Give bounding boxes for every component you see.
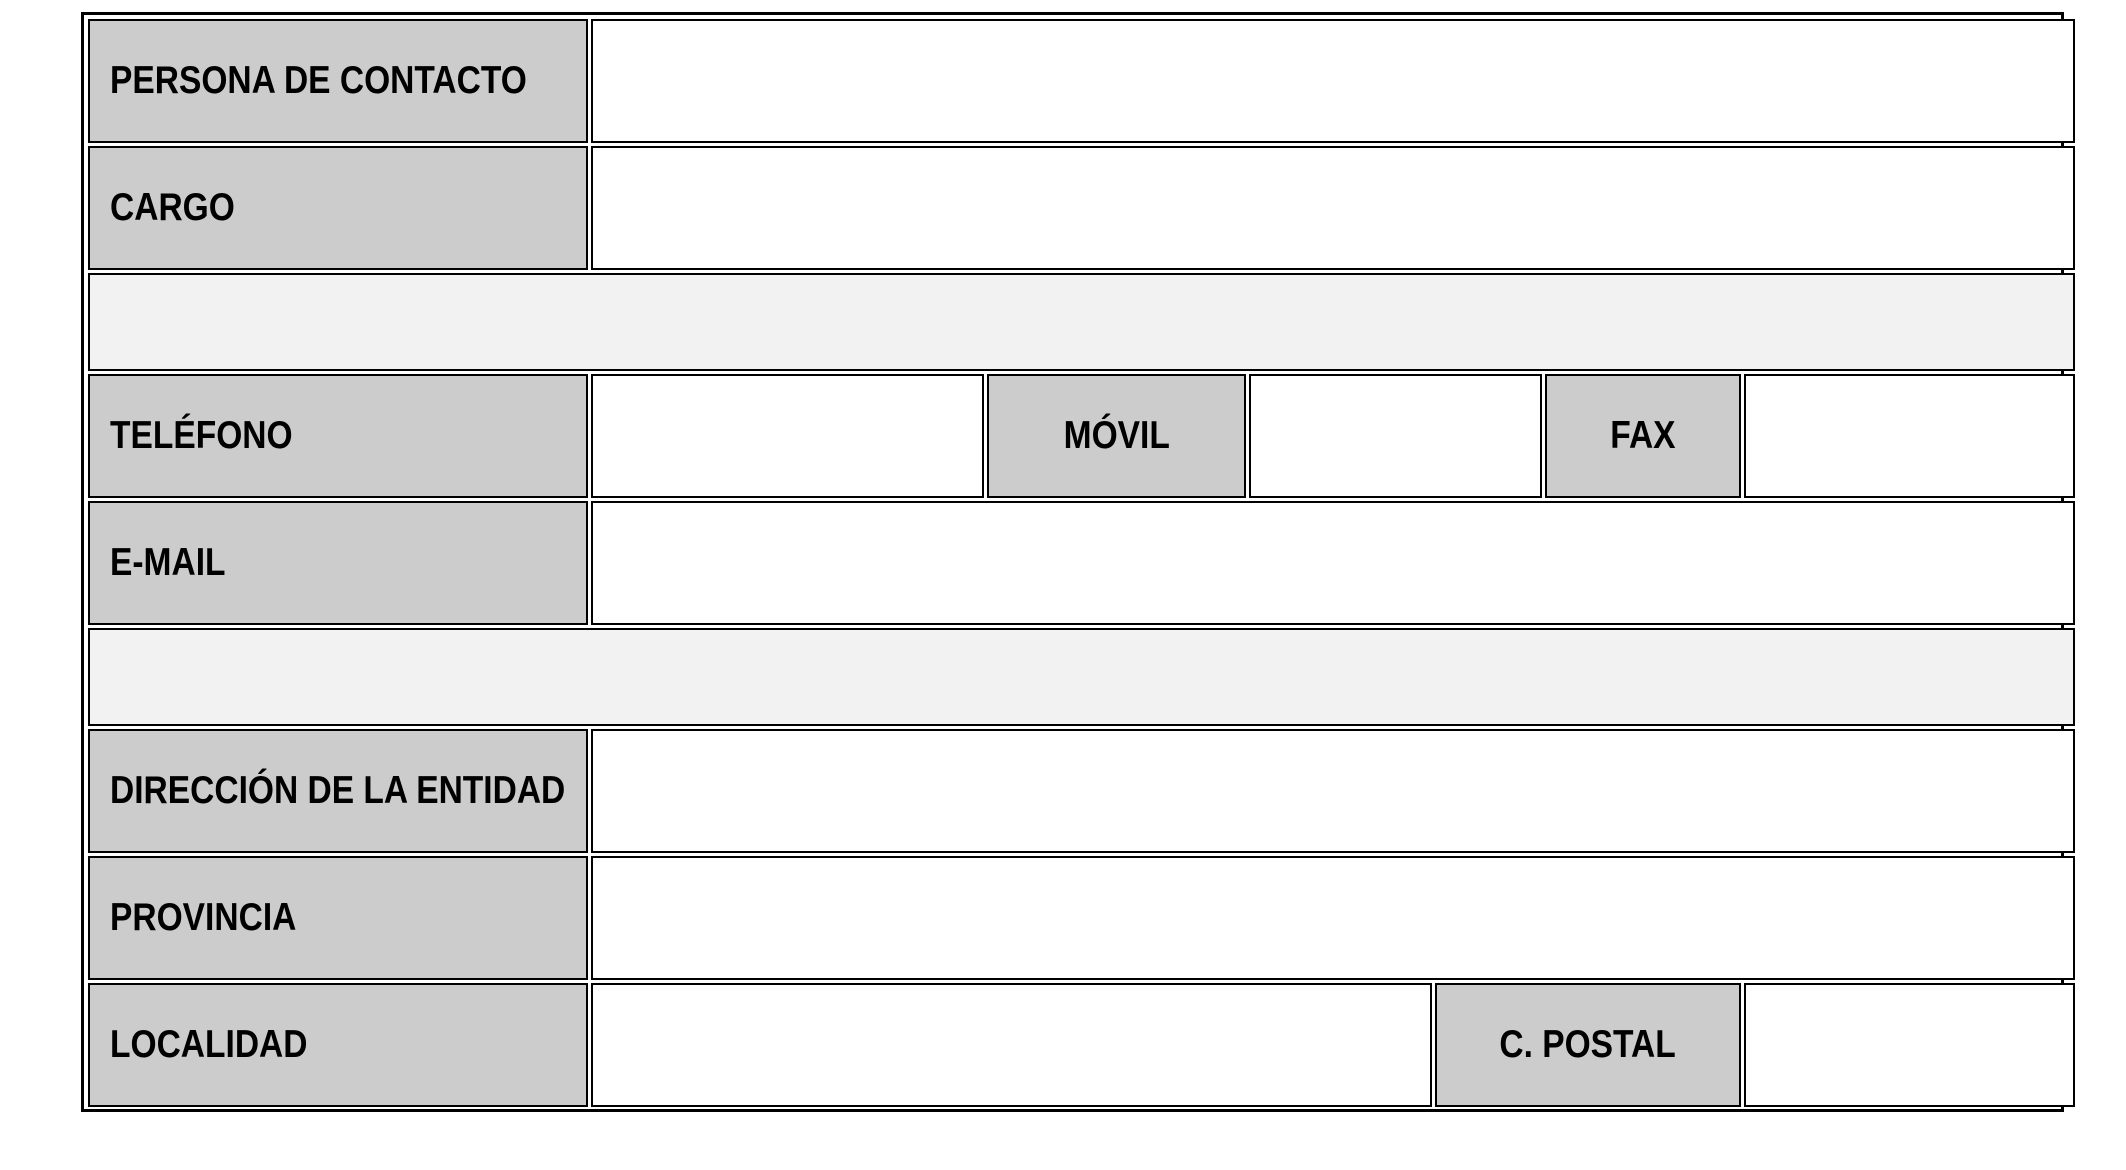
contact-person-row: PERSONA DE CONTACTO bbox=[88, 19, 2076, 143]
province-field[interactable] bbox=[591, 856, 2076, 980]
email-input[interactable] bbox=[593, 503, 2074, 623]
province-input[interactable] bbox=[593, 858, 2074, 978]
contact-form: PERSONA DE CONTACTO CARGO TELÉFONO MÓVIL… bbox=[81, 12, 2076, 1112]
contact-person-field[interactable] bbox=[591, 19, 2076, 143]
contact-person-label: PERSONA DE CONTACTO bbox=[88, 19, 588, 143]
phone-row: TELÉFONO MÓVIL FAX bbox=[88, 374, 2076, 498]
mobile-label: MÓVIL bbox=[987, 374, 1246, 498]
postal-code-label: C. POSTAL bbox=[1435, 983, 1741, 1107]
email-row: E-MAIL bbox=[88, 501, 2076, 625]
spacer-row bbox=[88, 273, 2076, 371]
fax-input[interactable] bbox=[1746, 376, 2074, 496]
position-row: CARGO bbox=[88, 146, 2076, 270]
address-row: DIRECCIÓN DE LA ENTIDAD bbox=[88, 729, 2076, 853]
address-input[interactable] bbox=[593, 731, 2074, 851]
contact-form-table: PERSONA DE CONTACTO CARGO TELÉFONO MÓVIL… bbox=[85, 16, 2078, 1110]
email-field[interactable] bbox=[591, 501, 2076, 625]
postal-code-input[interactable] bbox=[1746, 985, 2074, 1105]
position-field[interactable] bbox=[591, 146, 2076, 270]
locality-row: LOCALIDAD C. POSTAL bbox=[88, 983, 2076, 1107]
position-input[interactable] bbox=[593, 148, 2074, 268]
section-divider bbox=[88, 273, 2076, 371]
mobile-field[interactable] bbox=[1249, 374, 1542, 498]
province-label: PROVINCIA bbox=[88, 856, 588, 980]
mobile-input[interactable] bbox=[1251, 376, 1540, 496]
email-label: E-MAIL bbox=[88, 501, 588, 625]
phone-field[interactable] bbox=[591, 374, 984, 498]
position-label: CARGO bbox=[88, 146, 588, 270]
locality-label: LOCALIDAD bbox=[88, 983, 588, 1107]
locality-field[interactable] bbox=[591, 983, 1432, 1107]
spacer-row bbox=[88, 628, 2076, 726]
phone-label: TELÉFONO bbox=[88, 374, 588, 498]
postal-code-field[interactable] bbox=[1744, 983, 2076, 1107]
fax-field[interactable] bbox=[1744, 374, 2076, 498]
address-label: DIRECCIÓN DE LA ENTIDAD bbox=[88, 729, 588, 853]
fax-label: FAX bbox=[1545, 374, 1741, 498]
address-field[interactable] bbox=[591, 729, 2076, 853]
phone-input[interactable] bbox=[593, 376, 982, 496]
section-divider bbox=[88, 628, 2076, 726]
locality-input[interactable] bbox=[593, 985, 1430, 1105]
province-row: PROVINCIA bbox=[88, 856, 2076, 980]
contact-person-input[interactable] bbox=[593, 21, 2074, 141]
